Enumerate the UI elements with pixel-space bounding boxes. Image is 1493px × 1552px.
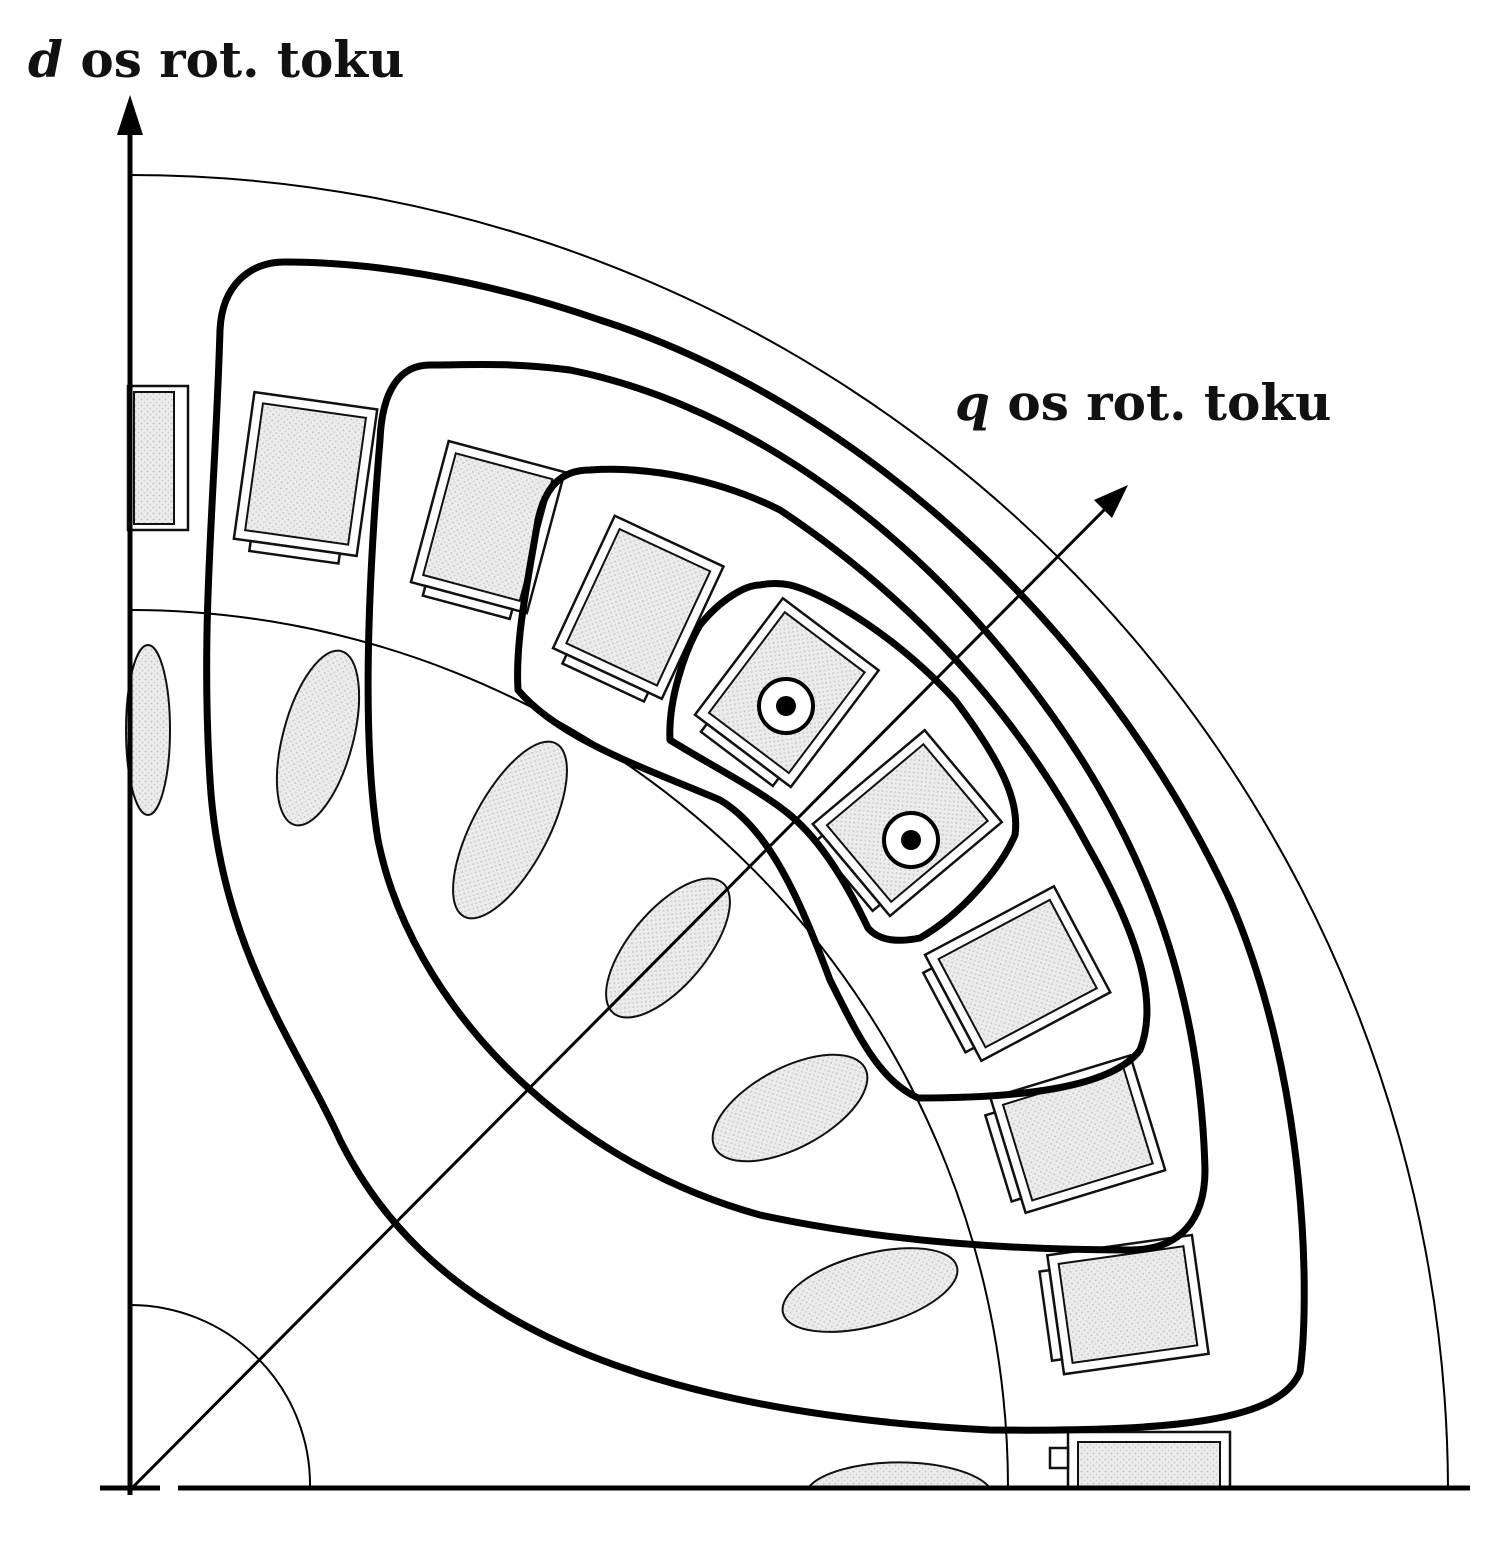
stator-slot xyxy=(126,384,190,532)
d-axis xyxy=(117,95,143,1495)
d-axis-variable: d xyxy=(28,30,63,89)
shaft-circle xyxy=(129,1304,312,1489)
stator-slot xyxy=(409,439,567,621)
dot-in-circle-icon xyxy=(757,677,815,735)
stator-slot xyxy=(1048,1430,1232,1489)
stator-slot xyxy=(232,390,379,565)
flux-lines xyxy=(203,258,1308,1434)
flux-line-third xyxy=(514,465,1151,1102)
stator-slots xyxy=(126,384,1232,1489)
q-axis-text: os rot. toku xyxy=(990,373,1331,432)
flux-barrier xyxy=(711,1053,869,1163)
flux-barrier xyxy=(275,649,361,827)
rotor-flux-barriers xyxy=(125,644,993,1489)
flux-barrier xyxy=(125,644,171,816)
stator-slot xyxy=(983,1053,1167,1215)
flux-barrier xyxy=(452,740,568,920)
stator-outer-circle xyxy=(129,174,1449,1489)
flux-barrier xyxy=(781,1247,959,1333)
d-axis-text: os rot. toku xyxy=(63,30,404,89)
q-axis-arrowhead xyxy=(1094,485,1128,518)
stator-slot xyxy=(1038,1233,1211,1376)
d-axis-label: d os rot. toku xyxy=(28,30,404,89)
q-axis-variable: q xyxy=(955,373,990,432)
q-axis-label: q os rot. toku xyxy=(955,373,1331,432)
q-axis xyxy=(128,485,1128,1492)
flux-barrier xyxy=(805,1461,993,1489)
flux-line-outer xyxy=(203,258,1308,1434)
dot-in-circle-icon xyxy=(882,811,940,869)
stator-slot xyxy=(921,884,1112,1063)
stator-slot xyxy=(551,514,726,704)
flux-line-inner xyxy=(666,580,1020,944)
d-axis-arrowhead xyxy=(117,95,143,135)
flux-line-second xyxy=(364,360,1209,1254)
